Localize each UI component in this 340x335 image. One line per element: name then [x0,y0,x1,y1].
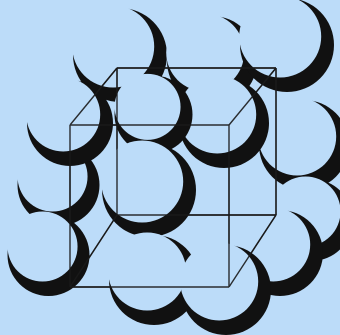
atom-highlight [101,141,183,223]
atom-highlight [26,78,100,152]
atom-highlight [258,98,336,176]
atom-sphere [8,212,90,297]
atom-sphere [101,141,196,238]
atom-sphere [258,98,340,191]
atom-highlight [108,233,186,311]
atom-highlight [180,243,258,321]
atom-highlight [115,74,181,140]
atom-highlight [8,212,78,282]
